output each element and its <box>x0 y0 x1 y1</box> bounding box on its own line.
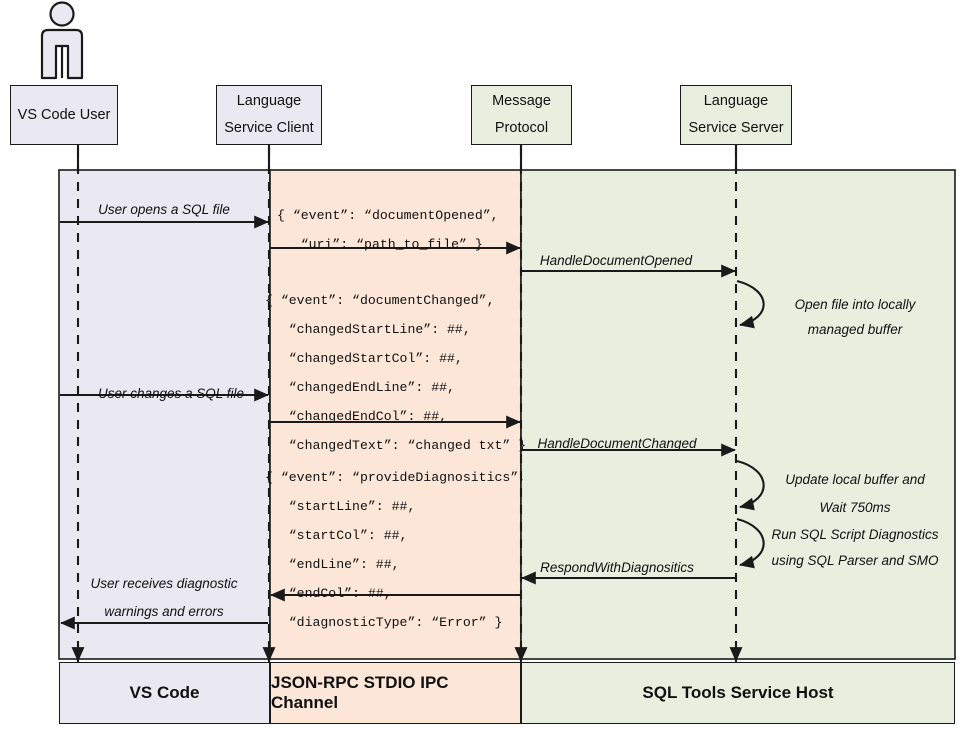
footer-band-label: VS Code <box>129 683 200 702</box>
self-loop-update-buffer <box>736 459 765 511</box>
footer-band-service[interactable]: SQL Tools Service Host <box>521 662 955 724</box>
payload-provide-diagnositics: { “event”: “provideDiagnositics”, “start… <box>265 470 527 630</box>
participant-message-protocol[interactable]: Message Protocol <box>471 85 572 145</box>
participant-language-client[interactable]: Language Service Client <box>216 85 322 145</box>
participant-label-line1: Language <box>703 93 769 110</box>
note-update-buffer-line1: Update local buffer and <box>785 472 925 487</box>
message-label-user-opens-file: User opens a SQL file <box>98 202 230 217</box>
payload-document-opened: { “event”: “documentOpened”, “uri”: “pat… <box>277 208 499 252</box>
stick-figure-actor <box>40 1 84 80</box>
note-open-file-buffer-line1: Open file into locally <box>794 297 916 312</box>
participant-label-line1: Message <box>492 93 551 110</box>
lifelines <box>76 148 738 662</box>
self-loop-open-file <box>736 279 765 329</box>
footer-band-label: SQL Tools Service Host <box>642 683 834 702</box>
lifeline-stubs <box>76 145 738 172</box>
message-label-handle-document-changed: HandleDocumentChanged <box>537 436 697 451</box>
participant-language-server[interactable]: Language Service Server <box>680 85 792 145</box>
message-label-handle-document-opened: HandleDocumentOpened <box>539 253 693 268</box>
footer-band-vscode[interactable]: VS Code <box>59 662 270 724</box>
participant-label-line2: Service Client <box>224 120 314 136</box>
band-service <box>520 169 956 660</box>
note-run-diagnostics-line1: Run SQL Script Diagnostics <box>771 527 939 542</box>
self-loop-arrows <box>736 279 765 569</box>
message-label-user-receives-diagnostics-line2: warnings and errors <box>104 604 224 619</box>
participant-label-line2: Service Server <box>688 120 784 136</box>
note-open-file-buffer-line2: managed buffer <box>807 322 903 337</box>
participant-label-line1: VS Code User <box>17 106 111 123</box>
message-label-user-receives-diagnostics-line1: User receives diagnostic <box>90 576 238 591</box>
message-label-user-changes-file: User changes a SQL file <box>97 386 245 401</box>
self-loop-run-diagnostics <box>736 517 765 569</box>
participant-vscode-user[interactable]: VS Code User <box>10 85 118 145</box>
note-run-diagnostics-line2: using SQL Parser and SMO <box>771 553 939 568</box>
message-label-respond-with-diagnositics: RespondWithDiagnositics <box>540 560 694 575</box>
note-update-buffer-line2: Wait 750ms <box>819 500 891 515</box>
band-ipc <box>269 169 522 660</box>
participant-label-line2: Protocol <box>494 120 549 136</box>
footer-terminators <box>71 647 743 662</box>
message-arrows <box>60 215 736 630</box>
footer-band-ipc[interactable]: JSON-RPC STDIO IPC Channel <box>270 662 521 724</box>
payload-document-changed: { “event”: “documentChanged”, “changedSt… <box>265 293 527 453</box>
band-vscode <box>58 169 271 660</box>
participant-label-line1: Language <box>236 93 302 110</box>
footer-band-label: JSON-RPC STDIO IPC Channel <box>271 673 449 712</box>
